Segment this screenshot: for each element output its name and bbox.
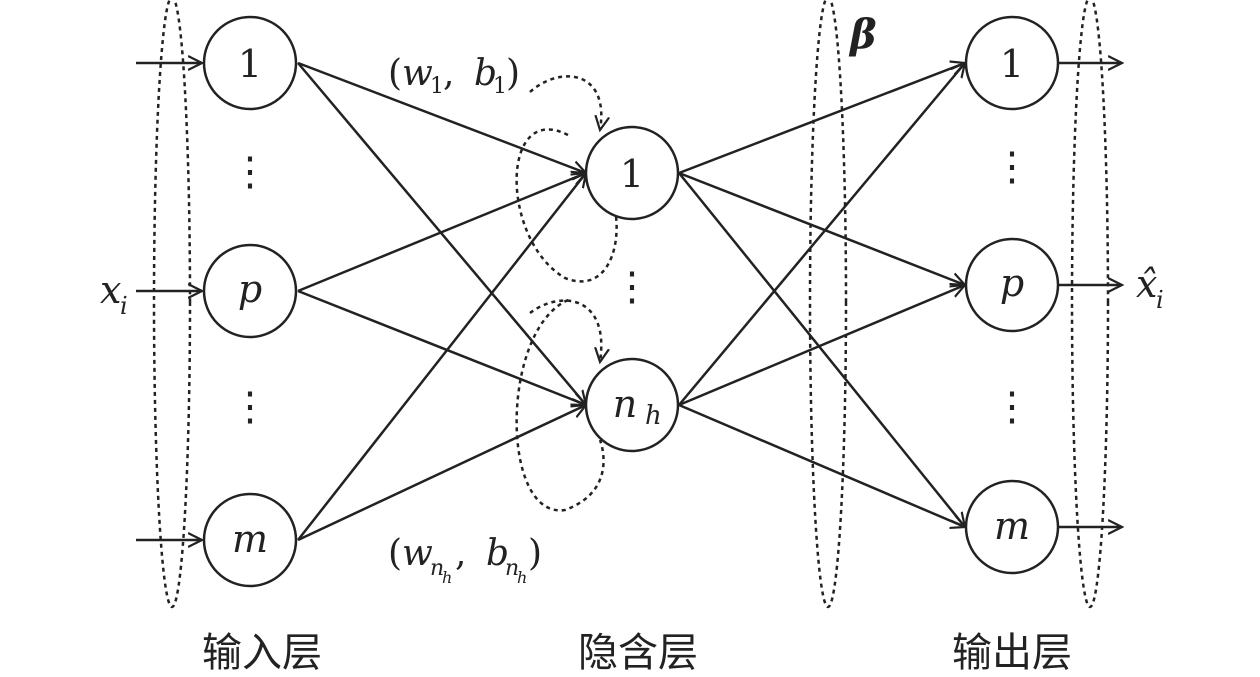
svg-text:h: h [645, 401, 662, 431]
output-node-m: m [964, 479, 1060, 575]
svg-text:h: h [442, 568, 452, 587]
weights-bottom-label: ( w n h , b n h ) [388, 533, 542, 587]
edge-inp-h1 [297, 173, 586, 293]
edge-in1-h1 [297, 61, 586, 173]
beta-ellipse [808, 0, 848, 609]
input-layer-title: 输入层 [202, 630, 322, 676]
svg-text:n: n [505, 556, 519, 581]
svg-text:1: 1 [238, 42, 262, 86]
edge-h1-outm [678, 172, 965, 527]
svg-text:): ) [506, 53, 520, 94]
input-node-1: 1 [202, 15, 298, 111]
svg-text:b: b [474, 53, 497, 94]
weights-top-label: ( w 1 , b 1 ) [388, 53, 520, 99]
input-ellipsis-lower: ⋮ [230, 384, 270, 430]
svg-text:): ) [528, 533, 542, 574]
edge-h2-out1 [678, 63, 965, 406]
input-node-m: m [202, 492, 298, 588]
edge-inp-h2 [297, 289, 586, 405]
output-ellipsis-lower: ⋮ [992, 384, 1032, 430]
edge-in1-h2 [297, 62, 586, 405]
output-node-p: p [964, 237, 1060, 333]
svg-text:1: 1 [1000, 42, 1024, 86]
edge-h1-out1 [678, 63, 965, 175]
output-ellipsis-upper: ⋮ [992, 144, 1032, 190]
hidden-ellipsis: ⋮ [612, 264, 652, 310]
svg-text:m: m [232, 517, 268, 561]
svg-text:,: , [455, 533, 466, 574]
output-vector-label: x̂ i [1136, 262, 1164, 314]
svg-text:p: p [238, 267, 262, 311]
edge-inm-h2 [297, 405, 586, 542]
input-vector-ellipse [152, 0, 192, 609]
svg-text:i: i [1156, 286, 1164, 314]
input-ellipsis-upper: ⋮ [230, 149, 270, 195]
hidden-nh-self-loop-arrow [529, 75, 601, 130]
svg-text:1: 1 [493, 74, 507, 99]
beta-label: β [848, 11, 877, 58]
svg-text:(: ( [388, 533, 402, 574]
svg-text:x̂: x̂ [1136, 262, 1157, 306]
output-vector-ellipse [1070, 0, 1110, 609]
svg-text:1: 1 [620, 152, 644, 196]
output-layer-title: 输出层 [952, 630, 1072, 676]
edge-inm-h1 [297, 173, 586, 541]
edge-h2-outm [678, 403, 965, 527]
svg-text:x: x [100, 268, 121, 312]
svg-text:m: m [994, 504, 1030, 548]
svg-text:,: , [443, 53, 454, 94]
hidden-node-1: 1 [584, 125, 680, 221]
hidden-layer-title: 隐含层 [578, 630, 698, 676]
svg-text:i: i [120, 292, 128, 320]
input-vector-label: x i [100, 268, 128, 320]
svg-text:h: h [517, 568, 527, 587]
edge-h1-outp [678, 171, 965, 285]
hidden-node-nh: n h [584, 357, 680, 453]
svg-text:n: n [430, 556, 444, 581]
hidden-2-self-loop-arrow [529, 299, 601, 362]
output-node-1: 1 [964, 15, 1060, 111]
svg-text:1: 1 [430, 74, 444, 99]
hidden-1-self-loop [515, 128, 618, 283]
svg-text:b: b [486, 533, 509, 574]
input-node-p: p [202, 243, 298, 339]
edge-h2-outp [678, 285, 965, 407]
svg-text:w: w [402, 53, 433, 94]
svg-text:w: w [402, 533, 433, 574]
svg-text:n: n [613, 382, 637, 426]
svg-text:p: p [1000, 261, 1024, 305]
svg-text:(: ( [388, 53, 402, 94]
